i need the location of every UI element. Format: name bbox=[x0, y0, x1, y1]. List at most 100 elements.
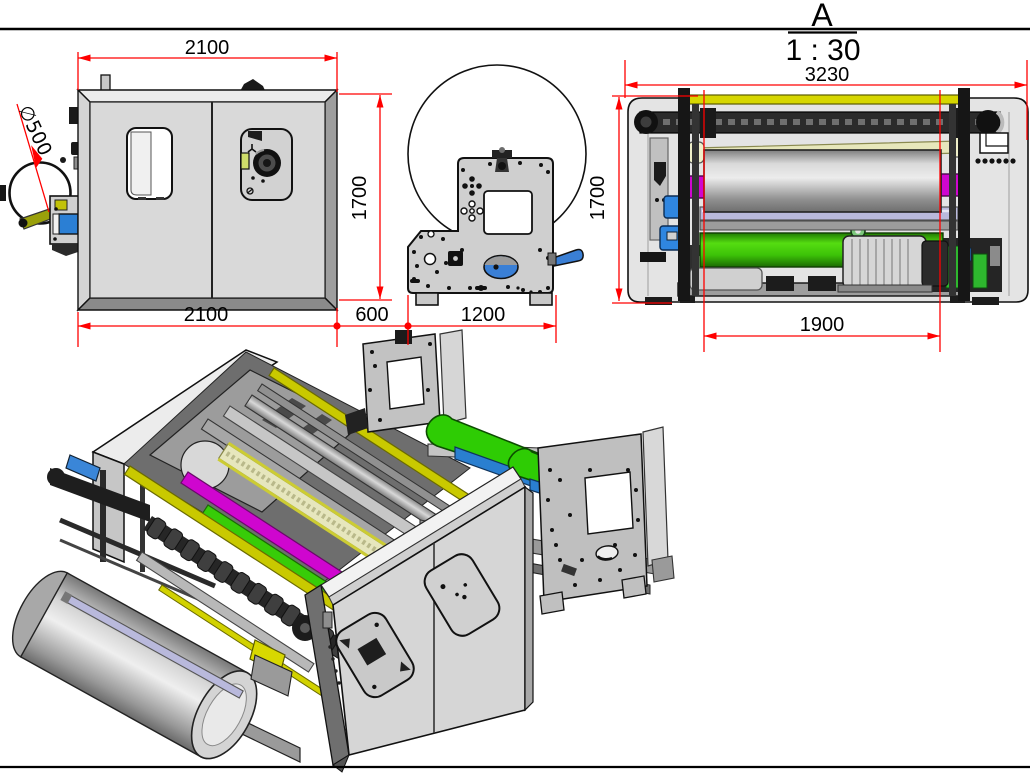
detail-label: A bbox=[811, 0, 833, 33]
oval-hole-shadow bbox=[597, 555, 613, 560]
stand-foot-right bbox=[529, 292, 553, 306]
crank-hub bbox=[547, 252, 557, 266]
window-tab bbox=[156, 197, 164, 200]
dim-text-stand: 1200 bbox=[461, 304, 506, 326]
detail-scale: 1 : 30 bbox=[785, 34, 860, 67]
machine-foot-right bbox=[972, 297, 999, 305]
oval-handle-top bbox=[484, 256, 518, 265]
frame-left bbox=[77, 88, 91, 312]
window-tab bbox=[138, 197, 146, 200]
plate-holes bbox=[412, 161, 550, 294]
panel-yellow-latch bbox=[240, 152, 250, 170]
left-cam bbox=[654, 162, 666, 186]
rivet bbox=[655, 198, 659, 202]
post-left-outer bbox=[678, 88, 690, 301]
screw bbox=[246, 187, 254, 195]
iso-stand1-back bbox=[439, 329, 467, 425]
iso-frame-rail2 bbox=[59, 538, 206, 604]
post-right-inner bbox=[949, 104, 956, 296]
knob-highlight bbox=[255, 149, 265, 155]
view-front-elevation bbox=[627, 88, 1029, 305]
hole-cluster-upper bbox=[462, 176, 482, 196]
stand2-holes bbox=[546, 468, 640, 587]
window-pane bbox=[130, 131, 152, 196]
dim-text-side-top: 2100 bbox=[185, 37, 230, 59]
frame-right bbox=[324, 88, 338, 312]
iso-blue-guide bbox=[65, 454, 101, 482]
green-block bbox=[972, 253, 988, 289]
stand2-back-foot bbox=[651, 555, 675, 583]
stand2-boss bbox=[561, 563, 577, 577]
chain-node bbox=[404, 322, 412, 330]
frame-top bbox=[76, 89, 339, 103]
leader-arrow bbox=[31, 145, 43, 168]
iso-stand2-back bbox=[642, 426, 669, 567]
motor-base bbox=[837, 284, 933, 293]
dimensions bbox=[16, 52, 1028, 352]
clamp-nut bbox=[499, 147, 505, 153]
cabinet-edge-latch bbox=[322, 611, 333, 629]
plate-hole-outlined bbox=[427, 230, 435, 238]
clamp-bolt bbox=[498, 162, 506, 170]
stand1-bracket bbox=[345, 408, 368, 435]
machine-foot-left bbox=[645, 297, 672, 305]
view-side-elevation bbox=[0, 74, 339, 312]
dim-text-gap: 600 bbox=[355, 304, 388, 326]
view-end-elevation bbox=[407, 64, 587, 306]
stand-foot-left bbox=[415, 292, 439, 306]
door-knob-center bbox=[263, 159, 271, 167]
iso-conveyor-beam bbox=[50, 468, 150, 522]
pulley-left-hub bbox=[640, 116, 652, 128]
dim-text-side-bottom: 2100 bbox=[184, 304, 229, 326]
hole-cluster-lower bbox=[460, 200, 484, 222]
wall-post bbox=[100, 470, 106, 562]
panel-wedge bbox=[248, 131, 262, 141]
door-face bbox=[89, 101, 326, 299]
dim-text-front-height: 1700 bbox=[587, 176, 609, 221]
boss-center bbox=[453, 256, 458, 261]
rivet bbox=[53, 237, 57, 241]
left-strip bbox=[649, 137, 669, 241]
thin-gray-roller bbox=[699, 220, 959, 231]
left-black-bar bbox=[640, 252, 666, 262]
stand2-window bbox=[584, 471, 634, 535]
iso-rollers bbox=[123, 367, 500, 697]
cabinet-right-band bbox=[524, 485, 534, 712]
handle-pin bbox=[493, 264, 499, 270]
pulley-guard bbox=[995, 110, 1005, 135]
stand1-holes bbox=[368, 342, 432, 422]
chain-node bbox=[333, 322, 341, 330]
pulley-right bbox=[976, 110, 1000, 134]
edge-fragment bbox=[0, 185, 6, 201]
dim-text-front-total: 3230 bbox=[805, 64, 850, 86]
bracket-blue-block bbox=[58, 213, 79, 235]
bottom-bracket bbox=[808, 276, 836, 291]
iso-big-cylinder bbox=[11, 570, 258, 760]
motor-endcap bbox=[921, 240, 949, 287]
post-right-outer bbox=[958, 88, 970, 301]
post-left-inner bbox=[692, 104, 699, 296]
plate-big-hole bbox=[423, 252, 437, 266]
motor-fins bbox=[851, 239, 909, 285]
plate-top-clamp bbox=[492, 150, 512, 158]
panel-step bbox=[985, 133, 1008, 147]
bracket-white-block bbox=[52, 213, 60, 235]
gray-bit bbox=[990, 246, 1000, 266]
bracket-yellow-block bbox=[54, 199, 68, 211]
dim-text-roll-diameter: ∅500 bbox=[14, 102, 56, 159]
base-tab bbox=[950, 296, 965, 303]
crank-handle bbox=[552, 248, 584, 267]
bottom-bracket bbox=[766, 276, 794, 291]
cabinet-hinge-plate-right bbox=[423, 553, 501, 637]
bracket-foot bbox=[52, 244, 78, 256]
guide-pulley-hub bbox=[300, 623, 310, 633]
side-dot bbox=[60, 157, 66, 163]
iso-gear-box bbox=[250, 654, 293, 697]
stand2-foot-left bbox=[539, 591, 565, 615]
cabinet-edge-dots bbox=[328, 645, 341, 685]
leader-line bbox=[16, 103, 50, 213]
arm-pivot bbox=[18, 218, 28, 228]
wall-post bbox=[140, 480, 145, 572]
stand1-window bbox=[386, 356, 425, 410]
